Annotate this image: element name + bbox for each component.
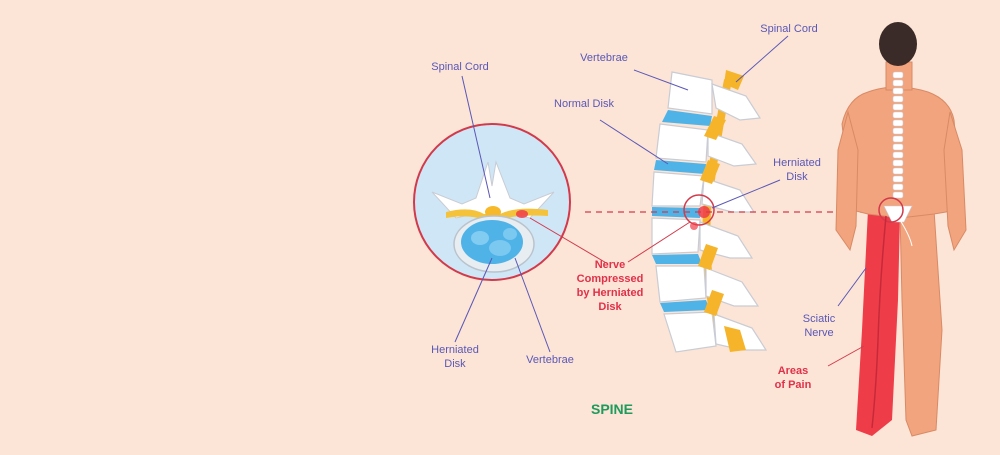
- spine-leader-lines: [599, 35, 789, 209]
- label-side-vertebrae: Vertebrae: [580, 52, 628, 64]
- cross-section-view: [413, 123, 571, 281]
- herniation-marker-body: [878, 197, 904, 223]
- label-cross-herniated-line1: Herniated: [431, 344, 479, 356]
- nerve-leader-right: [627, 221, 691, 263]
- herniation-marker-spine: [683, 194, 715, 226]
- cross-herniated-disk: [461, 220, 523, 264]
- vertebra-3: [651, 171, 705, 207]
- right-arm: [943, 111, 967, 252]
- human-body: [835, 22, 967, 437]
- label-side-herniated-line1: Herniated: [773, 157, 821, 169]
- label-cross-herniated-line2: Disk: [444, 358, 466, 370]
- label-nerve-line4: Disk: [598, 301, 622, 313]
- label-nerve-line1: Nerve: [595, 259, 626, 271]
- back-spine: [883, 71, 913, 223]
- disk-5: [660, 300, 710, 312]
- cross-leader-lines: [454, 75, 551, 353]
- vertebra-2: [655, 123, 709, 163]
- vertebra-6: [663, 311, 717, 353]
- vertebra-4: [651, 217, 701, 255]
- disk-normal: [654, 160, 706, 174]
- cross-compression-spot: [516, 210, 528, 218]
- head-hair: [879, 22, 917, 66]
- vertebra-1: [667, 71, 713, 115]
- label-cross-spinal-cord: Spinal Cord: [431, 61, 488, 73]
- label-sciatic-line2: Nerve: [804, 327, 833, 339]
- diagram-title: SPINE: [591, 401, 633, 417]
- label-pain-line1: Areas: [778, 365, 809, 377]
- cross-spinal-cord: [485, 206, 501, 218]
- pain-leader: [827, 345, 865, 367]
- label-normal-disk: Normal Disk: [554, 98, 614, 110]
- label-nerve-line2: Compressed: [577, 273, 644, 285]
- disk-1: [662, 110, 712, 126]
- right-leg: [899, 209, 943, 437]
- vertebra-5: [655, 265, 707, 303]
- label-cross-vertebrae: Vertebrae: [526, 354, 574, 366]
- label-side-herniated-line2: Disk: [786, 171, 808, 183]
- left-arm: [835, 110, 859, 252]
- disk-4: [652, 254, 702, 264]
- label-nerve-line3: by Herniated: [577, 287, 644, 299]
- label-pain-line2: of Pain: [775, 379, 812, 391]
- label-side-spinal-cord: Spinal Cord: [760, 23, 817, 35]
- sciatic-nerve-line: [871, 215, 887, 429]
- nerve-leader-left: [529, 217, 609, 265]
- sciatic-leader: [837, 267, 867, 307]
- label-sciatic-line1: Sciatic: [803, 313, 836, 325]
- spine-column: [651, 70, 768, 353]
